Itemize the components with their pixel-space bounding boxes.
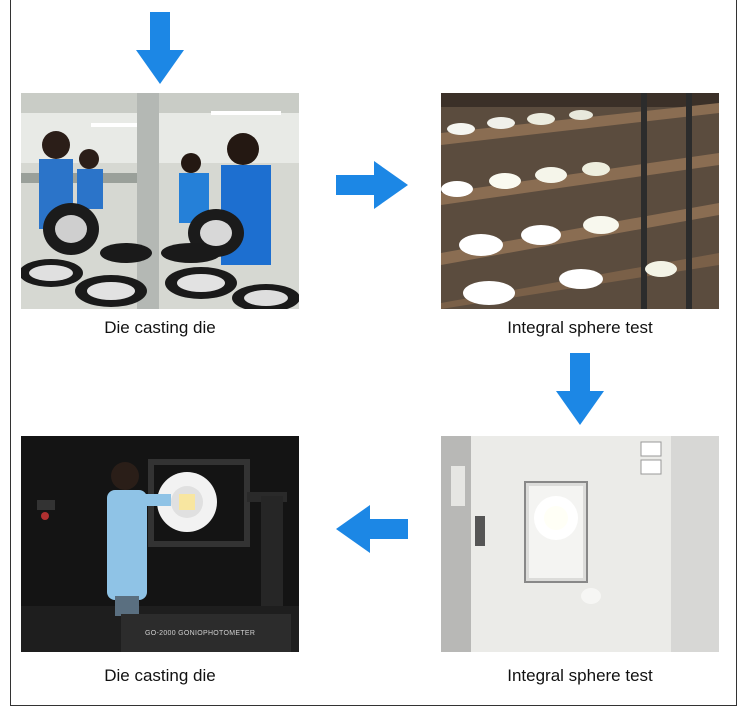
- photo-test-chamber: [441, 436, 719, 652]
- machine-label: GO-2000 GONIOPHOTOMETER: [145, 630, 256, 637]
- photo-assembly-line: [21, 93, 299, 309]
- page-frame: [10, 0, 737, 706]
- arrow-down-icon: [556, 353, 604, 425]
- photo-aging-rack: [441, 93, 719, 309]
- step-3-caption: Integral sphere test: [507, 666, 653, 685]
- step-2-caption: Integral sphere test: [507, 318, 653, 337]
- photo-goniophotometer: GO-2000 GONIOPHOTOMETER: [21, 436, 299, 652]
- arrow-down-icon: [136, 12, 184, 84]
- step-1-caption: Die casting die: [104, 318, 216, 337]
- arrow-left-icon: [336, 505, 408, 553]
- step-4-caption: Die casting die: [104, 666, 216, 685]
- arrow-right-icon: [336, 161, 408, 209]
